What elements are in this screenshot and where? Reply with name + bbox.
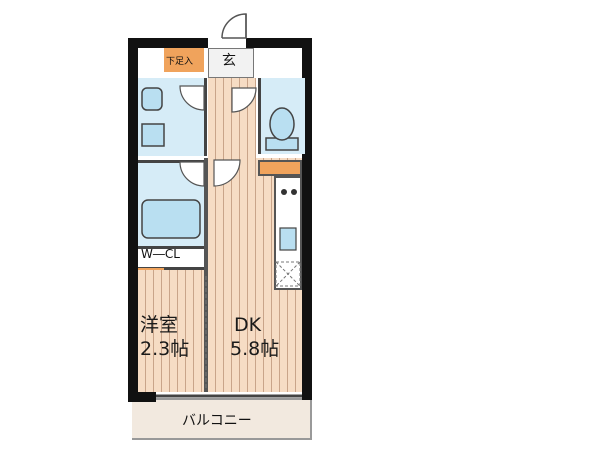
walk-in-closet-label: W―CL [141,247,180,261]
walk-in-closet [138,246,204,270]
wall-left [128,38,138,400]
western-room-name: 洋室 [140,314,179,336]
kitchen-top-shelf [258,160,302,176]
wall-bottom-left [128,392,156,402]
western-room-floor [138,270,204,392]
dk-size: 5.8帖 [230,338,280,360]
kitchen-counter [274,176,302,290]
bathtub [141,199,201,239]
stove-burner-left [281,189,287,195]
bathroom-door [179,161,205,187]
balcony [132,398,312,440]
dk-divider [204,158,208,392]
wall-top-left [128,38,208,48]
dk-name: DK [234,314,262,336]
washing-machine [141,123,165,147]
kitchen-sink [279,227,297,251]
shoe-storage [164,48,204,72]
entrance-door [221,13,247,39]
washroom-door [179,85,205,111]
western-room-size: 2.3帖 [140,338,190,360]
wall-right [302,38,312,400]
washbasin [141,87,163,111]
dk-door [213,159,241,187]
fridge-space [275,261,301,287]
toilet-door [231,87,257,113]
entrance-label: 玄 [222,53,236,69]
stove-burner-right [291,189,297,195]
shoe-storage-label: 下足入 [166,57,194,67]
balcony-label: バルコニー [182,413,252,429]
wall-top-right [246,38,312,48]
entrance-floor [208,48,254,78]
toilet-bowl [269,107,295,141]
